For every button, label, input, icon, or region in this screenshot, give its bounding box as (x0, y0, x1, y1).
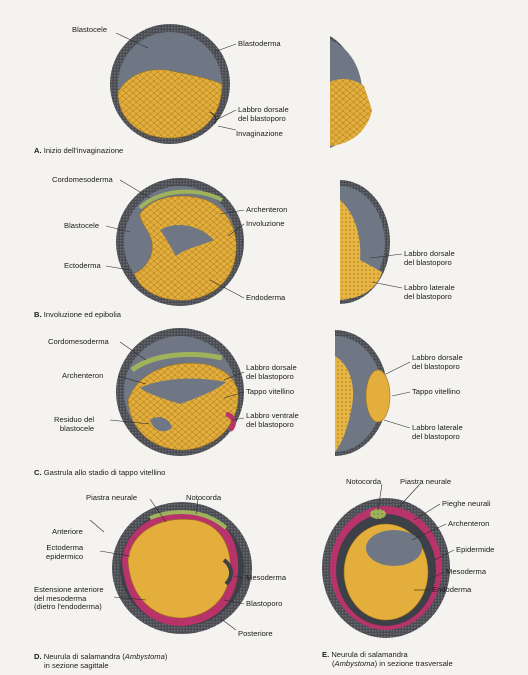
panel-c-caption: C. Gastrula allo stadio di tappo vitelli… (34, 468, 165, 477)
panel-b-label-archenteron: Archenteron (246, 206, 287, 215)
panel-b-caption-letter: B. (34, 310, 42, 319)
panel-e-section-embryo (322, 498, 450, 638)
panel-c-label-labbro-dorsale-right: Labbro dorsale del blastoporo (412, 354, 463, 371)
panel-d-label-estensione: Estensione anteriore del mesoderma (diet… (34, 586, 104, 612)
panel-d-caption-post: ) (165, 652, 168, 661)
panel-d-label-anteriore: Anteriore (52, 528, 83, 537)
panel-d-caption-letter: D. (34, 652, 42, 661)
panel-a-caption: A. Inizio dell'invaginazione (34, 146, 123, 155)
panel-e-label-endoderma: Endoderma (432, 586, 471, 595)
panel-b-section-embryo (116, 178, 244, 306)
panel-c-label-residuo: Residuo del blastocele (54, 416, 94, 433)
panel-d-caption-line1: D. Neurula di salamandra (Ambystoma) (34, 652, 167, 661)
panel-a-label-labbro-dorsale: Labbro dorsale del blastoporo (238, 106, 289, 123)
panel-c-label-labbro-ventrale: Labbro ventrale del blastoporo (246, 412, 299, 429)
panel-d-caption-pre: Neurula di salamandra ( (44, 652, 125, 661)
panel-d-caption-species: Ambystoma (125, 652, 165, 661)
panel-e-label-notocorda: Notocorda (346, 478, 381, 487)
panel-e-label-archenteron: Archenteron (448, 520, 489, 529)
panel-e-caption-line1: E. Neurula di salamandra (322, 650, 453, 659)
panel-e-caption-species: Ambystoma (335, 659, 375, 668)
panel-a-caption-letter: A. (34, 146, 42, 155)
panel-b-half-embryo (340, 180, 390, 304)
panel-a-label-blastocele: Blastocele (72, 26, 107, 35)
panel-b-label-cordomesoderma: Cordomesoderma (52, 176, 113, 185)
panel-c-label-cordomesoderma: Cordomesoderma (48, 338, 109, 347)
panel-d-label-ectoderma-epidermico: Ectoderma epidermico (46, 544, 83, 561)
panel-e-label-piastra: Piastra neurale (400, 478, 451, 487)
panel-b-label-labbro-laterale: Labbro laterale del blastoporo (404, 284, 455, 301)
panel-e-label-pieghe: Pieghe neurali (442, 500, 491, 509)
panel-e-caption-post: ) in sezione trasversale (375, 659, 453, 668)
panel-d-label-posteriore: Posteriore (238, 630, 273, 639)
panel-d-label-piastra: Piastra neurale (86, 494, 137, 503)
panel-c-half-embryo (335, 330, 390, 456)
panel-c-label-labbro-laterale-right: Labbro laterale del blastoporo (412, 424, 463, 441)
panel-d-label-blastoporo: Blastoporo (246, 600, 282, 609)
panel-c-label-tappo: Tappo vitellino (246, 388, 294, 397)
panel-a-half-embryo (330, 36, 372, 148)
panel-a-caption-text: Inizio dell'invaginazione (44, 146, 124, 155)
panel-e-label-mesoderma: Mesoderma (446, 568, 486, 577)
panel-c-caption-letter: C. (34, 468, 42, 477)
panel-a-label-invaginazione: Invaginazione (236, 130, 283, 139)
panel-b-label-labbro-dorsale: Labbro dorsale del blastoporo (404, 250, 455, 267)
panel-e-caption-text1: Neurula di salamandra (331, 650, 407, 659)
panel-d-caption-line2: in sezione sagittale (34, 661, 167, 670)
panel-b-label-endoderma: Endoderma (246, 294, 285, 303)
panel-b-caption: B. Involuzione ed epibolia (34, 310, 121, 319)
panel-a-section-embryo (110, 24, 230, 144)
panel-c-label-tappo-right: Tappo vitellino (412, 388, 460, 397)
panel-d-caption: D. Neurula di salamandra (Ambystoma) in … (34, 652, 167, 670)
panel-b-caption-text: Involuzione ed epibolia (44, 310, 121, 319)
panel-b-label-involuzione: Involuzione (246, 220, 284, 229)
panel-b-label-blastocele: Blastocele (64, 222, 99, 231)
panel-d-label-notocorda: Notocorda (186, 494, 221, 503)
panel-c-section-embryo (116, 328, 244, 456)
panel-e-label-epidermide: Epidermide (456, 546, 494, 555)
panel-d-label-mesoderma: Mesoderma (246, 574, 286, 583)
panel-d-section-embryo (112, 502, 252, 634)
panel-a-label-blastoderma: Blastoderma (238, 40, 281, 49)
panel-c-caption-text: Gastrula allo stadio di tappo vitellino (44, 468, 166, 477)
panel-e-caption-line2: (Ambystoma) in sezione trasversale (322, 659, 453, 668)
panel-c-label-labbro-dorsale: Labbro dorsale del blastoporo (246, 364, 297, 381)
panel-c-label-archenteron: Archenteron (62, 372, 103, 381)
panel-b-label-ectoderma: Ectoderma (64, 262, 101, 271)
panel-e-caption-letter: E. (322, 650, 329, 659)
panel-e-caption: E. Neurula di salamandra (Ambystoma) in … (322, 650, 453, 668)
